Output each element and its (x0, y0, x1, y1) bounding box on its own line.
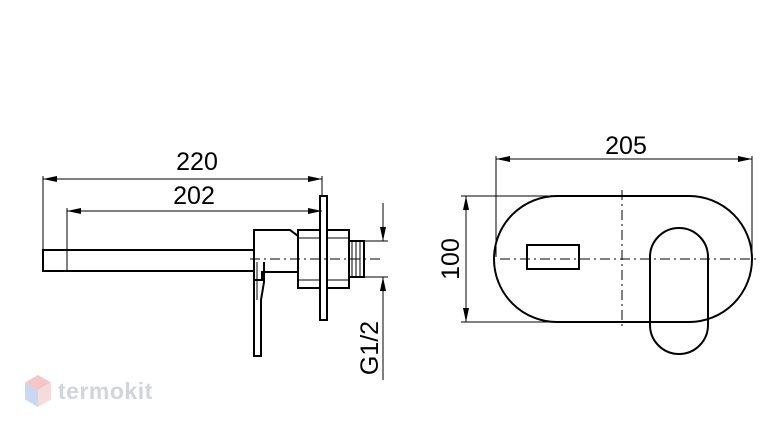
dim-202-label: 202 (173, 182, 215, 210)
dim-220-label: 220 (176, 148, 218, 176)
spout (42, 249, 255, 272)
wall-plate (319, 195, 328, 321)
dim-plate-width: 205 (495, 132, 753, 257)
cube-logo-icon (25, 375, 51, 407)
lever-handle (253, 256, 265, 357)
dim-plate-height: 100 (437, 195, 560, 323)
logo-brand-text: termokit (58, 377, 153, 404)
cover-plate (493, 195, 753, 323)
dim-100-label: 100 (437, 238, 465, 280)
dim-205-label: 205 (605, 132, 647, 160)
dim-thread: G1/2 (356, 203, 388, 380)
dim-thread-label: G1/2 (356, 321, 384, 375)
dim-spout-length: 202 (66, 182, 322, 270)
mixer-body (253, 229, 299, 281)
termokit-logo: termokit (24, 372, 153, 410)
front-lever (649, 227, 709, 355)
dim-overall-length: 220 (42, 148, 323, 250)
outlet-slot (526, 244, 580, 270)
side-view (42, 195, 380, 357)
front-view (493, 190, 757, 355)
